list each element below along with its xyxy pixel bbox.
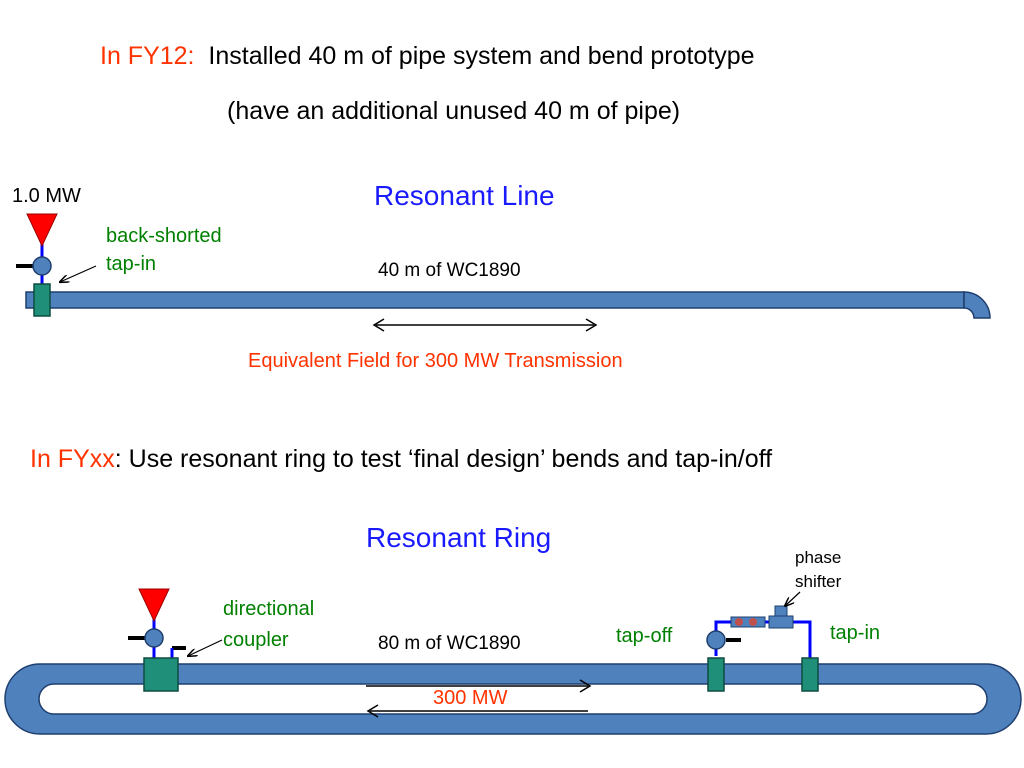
equivalent-field-label: Equivalent Field for 300 MW Transmission	[248, 350, 623, 372]
resonant-line-title: Resonant Line	[374, 180, 555, 211]
top-heading-line2: (have an additional unused 40 m of pipe)	[227, 97, 681, 125]
middle-heading-text: : Use resonant ring to test ‘final desig…	[114, 445, 773, 473]
tapin-pointer-arrow	[60, 265, 97, 282]
top-heading-prefix: In FY12:	[100, 42, 195, 70]
ring-tapin-label: tap-in	[830, 622, 881, 644]
tapin-label-line1: back-shorted	[106, 225, 222, 247]
top-heading: In FY12: Installed 40 m of pipe system a…	[100, 44, 755, 69]
ring-power-label: 300 MW	[433, 687, 508, 709]
resonant-ring-pipe	[4, 663, 1022, 735]
resonant-line-pipe	[25, 291, 991, 319]
middle-heading: In FYxx: Use resonant ring to test ‘fina…	[30, 447, 772, 472]
coupler-pointer-arrow	[188, 639, 223, 656]
coupler-label-line1: directional	[223, 598, 315, 620]
ring-pipe-label: 80 m of WC1890	[378, 633, 521, 654]
ring-source-assembly	[128, 588, 186, 692]
ring-power-arrows	[366, 679, 592, 718]
middle-heading-prefix: In FYxx	[30, 445, 115, 473]
resonant-ring-title: Resonant Ring	[366, 522, 552, 553]
line-span-arrow	[372, 318, 598, 332]
shifter-pointer-arrow	[785, 591, 801, 606]
tapoff-label: tap-off	[616, 625, 673, 647]
phase-shifter-label-line1: phase	[795, 548, 842, 567]
line-pipe-label: 40 m of WC1890	[378, 260, 521, 281]
top-heading-text: Installed 40 m of pipe system and bend p…	[208, 42, 755, 70]
line-power-label: 1.0 MW	[12, 185, 81, 207]
coupler-label-line2: coupler	[223, 629, 289, 651]
phase-shifter-label-line2: shifter	[795, 572, 842, 591]
ring-tapoff-tapin-assembly	[706, 605, 819, 692]
tapin-label-line2: tap-in	[106, 253, 157, 275]
line-source-assembly	[16, 213, 58, 317]
